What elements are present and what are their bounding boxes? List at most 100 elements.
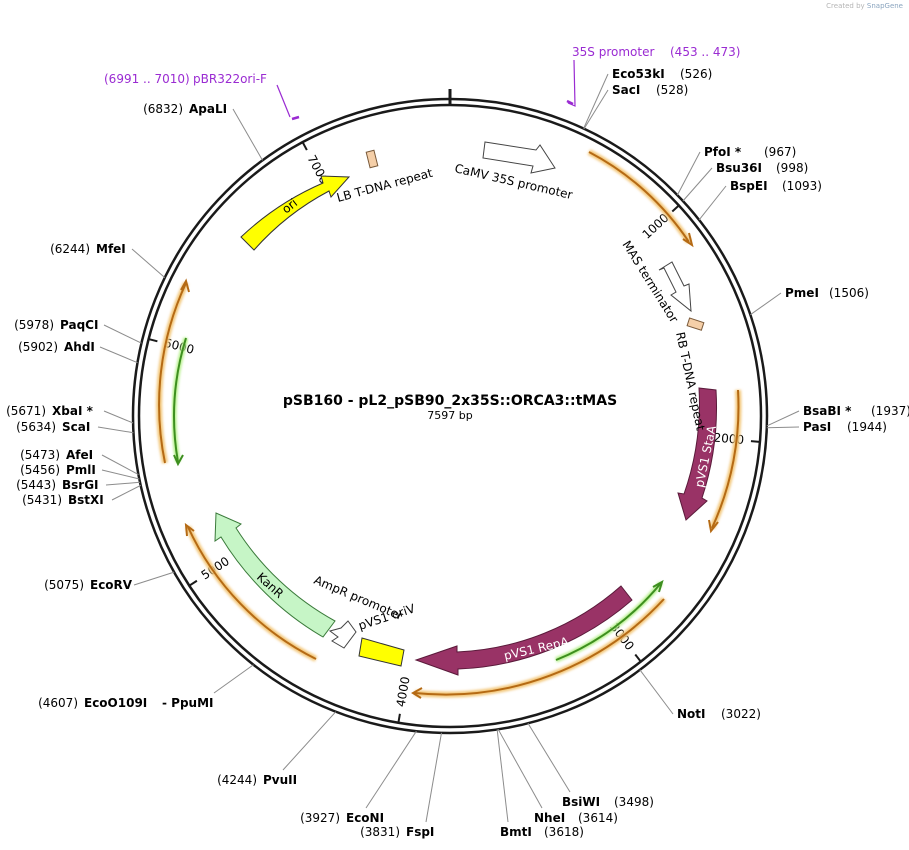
- leader-line: [99, 346, 138, 364]
- site-pmei: (1506)PmeI: [785, 286, 869, 300]
- site-position: (5473): [20, 448, 60, 462]
- site-position: (5456): [20, 463, 60, 477]
- site-name: BstXI: [68, 493, 104, 507]
- orf-green-2-line: [173, 337, 187, 463]
- orf-arc-4: [185, 525, 318, 662]
- orf-arc-4-head: [184, 522, 195, 537]
- site-position: (3614): [578, 811, 618, 825]
- site-position: (526): [680, 67, 712, 81]
- site-scai: (5634)ScaI: [16, 420, 90, 434]
- leader-line: [766, 410, 800, 427]
- site-pasi: (1944)PasI: [803, 420, 887, 434]
- site-position: (5634): [16, 420, 56, 434]
- camv35s-promoter-feature: [482, 141, 556, 174]
- kanr-feature: [214, 512, 336, 638]
- ampr-promoter-feature: [328, 620, 357, 649]
- orf-arc-5-line: [158, 282, 187, 464]
- site-name: NotI: [677, 707, 706, 721]
- site-position: (5443): [16, 478, 56, 492]
- leader-line: [101, 469, 140, 480]
- site-name: BspEI: [730, 179, 768, 193]
- leader-line: [583, 73, 609, 129]
- tick-mark-2000: [750, 440, 762, 443]
- orf-green-2-head: [173, 454, 184, 467]
- leader-line: [111, 484, 141, 501]
- orf-arc-4-line: [187, 526, 317, 660]
- tick-mark-5000: [187, 579, 198, 588]
- primer-pbr322-range: (6991 .. 7010): [104, 72, 190, 86]
- site-fspi: (3831)FspI: [360, 825, 434, 839]
- site-paqci: (5978)PaqCI: [14, 318, 98, 332]
- site-bstxi: (5431) BstXI: [22, 493, 104, 507]
- site-saci: (528)SacI: [612, 83, 688, 97]
- primers: 35S promoter (453 .. 473) (6991 .. 7010)…: [104, 45, 740, 121]
- leader-line: [97, 426, 134, 434]
- site-labels: (526)Eco53kI(528)SacI(967)PfoI *(998)Bsu…: [6, 67, 909, 839]
- primer-pbr322-bar: [291, 115, 300, 121]
- site-name: EcoNI: [346, 811, 384, 825]
- lb-tdna-repeat-feature: [365, 149, 379, 169]
- site-position: (6832): [143, 102, 183, 116]
- site-name: - PpuMI: [162, 696, 214, 710]
- site-name: MfeI: [96, 242, 126, 256]
- pvs1-repa-feature: [414, 585, 633, 676]
- orf-arc-3-line: [414, 598, 665, 696]
- orf-arc-5-head: [180, 278, 190, 293]
- tick-mark-1000: [671, 204, 681, 213]
- leader-line: [105, 481, 141, 486]
- site-name: AfeI: [66, 448, 93, 462]
- primer-pbr322-name: pBR322ori-F: [193, 72, 267, 86]
- pvs1-staa-feature: [677, 387, 717, 521]
- site-pvuii: (4244)PvuII: [217, 773, 297, 787]
- site-pmli: (5456) PmlI: [20, 463, 96, 477]
- orf-green-1-line: [555, 582, 662, 661]
- site-name: BmtI: [500, 825, 532, 839]
- site-position: (5431): [22, 493, 62, 507]
- site-name: Bsu36I: [716, 161, 762, 175]
- backbone-inner-circle: [137, 103, 763, 729]
- site-xbai: (5671)XbaI *: [6, 404, 93, 418]
- features: [214, 141, 717, 676]
- snapgene-credit: Created by SnapGene: [826, 2, 903, 10]
- orf-arc-2-head: [708, 519, 719, 534]
- site-mfei: (6244) MfeI: [50, 242, 126, 256]
- site-name: PfoI *: [704, 145, 742, 159]
- site-afei: (5473) AfeI: [20, 448, 93, 462]
- plasmid-length: 7597 bp: [427, 409, 472, 422]
- site-ahdi: (5902)AhdI: [18, 340, 95, 354]
- site-position: (5978): [14, 318, 54, 332]
- orf-arc-1-head: [682, 232, 694, 248]
- site-bsu36i: (998)Bsu36I: [716, 161, 808, 175]
- credit-prefix: Created by: [826, 2, 865, 10]
- leader-line: [527, 722, 571, 793]
- site-name: PmeI: [785, 286, 819, 300]
- orf-green-arcs: [171, 337, 664, 663]
- site-position: (3022): [721, 707, 761, 721]
- primer-35s-range: (453 .. 473): [670, 45, 740, 59]
- site-bspei: (1093)BspEI: [730, 179, 822, 193]
- leader-line: [101, 454, 139, 476]
- site-name: AhdI: [64, 340, 95, 354]
- site-name: BsrGI: [62, 478, 99, 492]
- site-position: (1937): [871, 404, 909, 418]
- site-name: PmlI: [66, 463, 96, 477]
- leader-line: [131, 248, 166, 278]
- backbone: [131, 89, 769, 735]
- tick-mark-4000: [397, 713, 401, 724]
- site-name: EcoRV: [90, 578, 133, 592]
- site-name: ApaLI: [189, 102, 227, 116]
- site-position: (5075): [44, 578, 84, 592]
- site-name: PasI: [803, 420, 831, 434]
- site-position: (3498): [614, 795, 654, 809]
- orf-arc-1-line: [588, 151, 690, 243]
- primer-35s-bar: [566, 99, 574, 106]
- leader-line: [133, 571, 175, 586]
- site-position: (6244): [50, 242, 90, 256]
- orf-arc-1: [587, 149, 692, 244]
- leader-line: [639, 669, 674, 715]
- tick-mark-6000: [147, 337, 158, 343]
- ori-feature: [240, 175, 351, 251]
- site-name: EcoO109I: [84, 696, 147, 710]
- leader-line: [497, 729, 543, 809]
